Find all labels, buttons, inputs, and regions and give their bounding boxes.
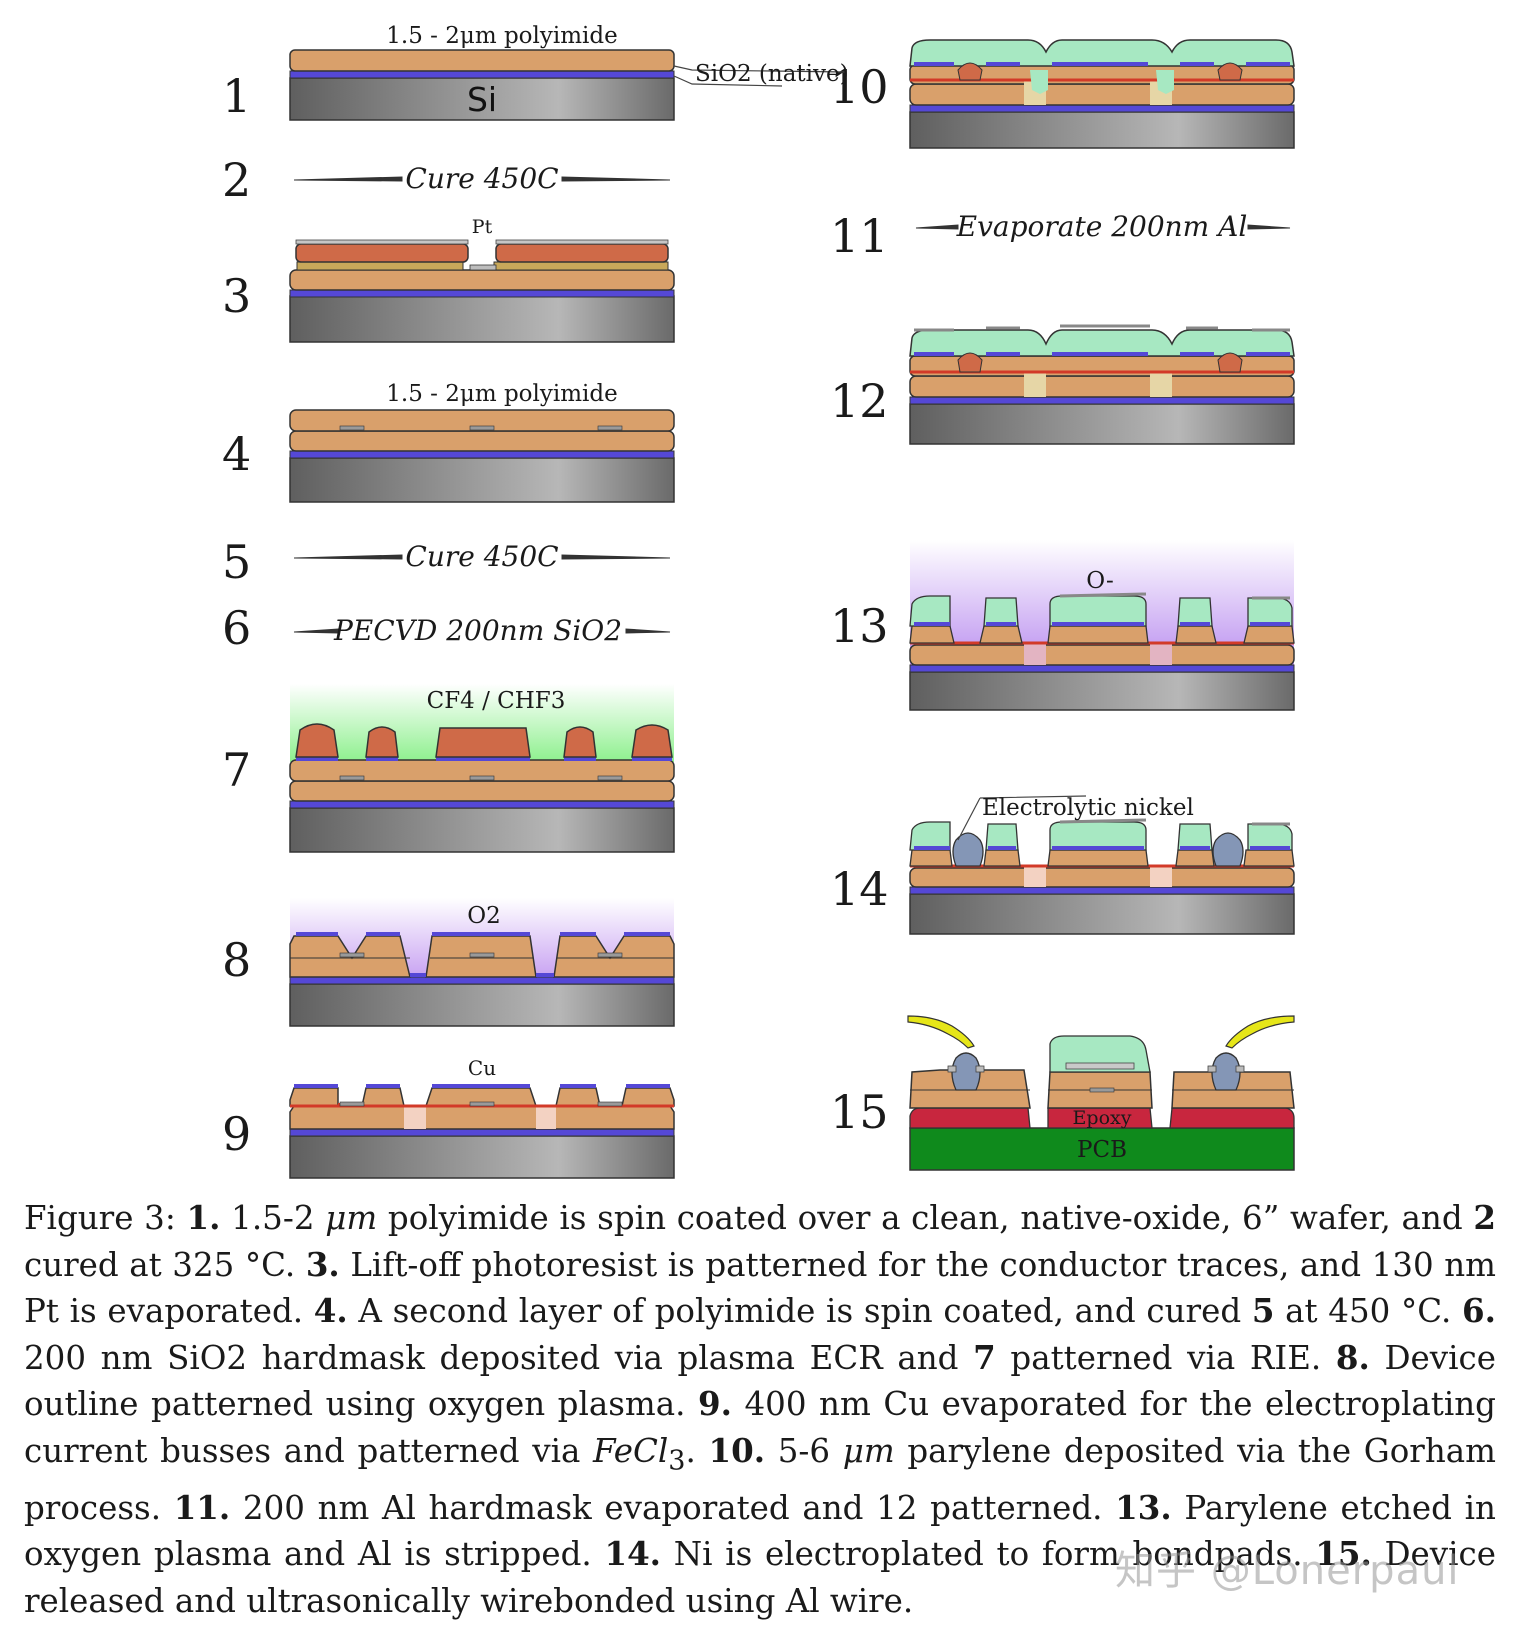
caption-step-13: 13. xyxy=(1115,1487,1172,1527)
caption-text-10a: 5-6 xyxy=(777,1431,831,1470)
step-number-5: 5 xyxy=(222,535,251,589)
step-12-diagram xyxy=(909,324,1295,445)
step-number-1: 1 xyxy=(222,69,251,123)
step-6-pecvd: PECVD 200nm SiO2 xyxy=(293,614,671,647)
evaporate-al-label: Evaporate 200nm Al xyxy=(956,210,1248,243)
caption-text-2: cured at 325 °C. xyxy=(24,1245,296,1284)
pcb-label: PCB xyxy=(1077,1137,1127,1163)
step-number-4: 4 xyxy=(222,427,251,481)
sio2-native-label: SiO2 (native) xyxy=(695,61,849,87)
step-number-10: 10 xyxy=(830,60,889,114)
step-number-14: 14 xyxy=(830,862,889,916)
caption-step-1: 1. xyxy=(186,1198,221,1237)
caption-step-5: 5 xyxy=(1251,1291,1275,1330)
caption-text-3: Lift-off photoresist is patterned for th… xyxy=(24,1245,1496,1331)
step-7-diagram: CF4 / CHF3 xyxy=(289,684,675,853)
caption-fecl: FeCl xyxy=(593,1431,669,1470)
caption-text-5: at 450 °C. xyxy=(1285,1292,1452,1330)
caption-text-9b: . xyxy=(685,1431,696,1470)
caption-step-14: 14. xyxy=(604,1534,661,1573)
cf4-label: CF4 / CHF3 xyxy=(427,688,566,714)
step-13-diagram: O- xyxy=(909,540,1295,711)
caption-text-7: patterned via RIE. xyxy=(1010,1338,1322,1377)
step-9-diagram: Cu xyxy=(289,1056,675,1179)
caption-text-10b: parylene deposited via the Gorham proces… xyxy=(24,1431,1496,1527)
caption-step-8: 8. xyxy=(1335,1337,1370,1377)
caption-text-9: 400 nm Cu evaporated for the electroplat… xyxy=(24,1385,1496,1470)
step-number-9: 9 xyxy=(222,1107,251,1161)
caption-prefix: Figure 3: xyxy=(24,1199,176,1237)
o2-label: O2 xyxy=(467,903,501,929)
step-number-8: 8 xyxy=(222,933,251,987)
o-minus-label: O- xyxy=(1086,568,1113,594)
caption-text-1b: polyimide is spin coated over a clean, n… xyxy=(387,1199,1463,1237)
caption-step-4: 4. xyxy=(313,1291,348,1330)
step-number-11: 11 xyxy=(830,209,889,263)
step-11-evaporate: Evaporate 200nm Al xyxy=(915,210,1291,243)
caption-fecl-sub: 3 xyxy=(668,1445,686,1476)
caption-step-2: 2 xyxy=(1473,1198,1496,1237)
step-15-diagram: PCB Epoxy xyxy=(907,1015,1295,1171)
step-14-diagram: Electrolytic nickel xyxy=(909,795,1295,935)
caption-text-13: Parylene etched in oxygen plasma and Al … xyxy=(24,1488,1496,1574)
step-number-6: 6 xyxy=(222,601,251,655)
caption-text-14: Ni is electroplated to form bondpads. xyxy=(673,1535,1303,1573)
polyimide-label-1: 1.5 - 2μm polyimide xyxy=(386,23,617,49)
caption-step-9: 9. xyxy=(698,1384,732,1423)
step-number-2: 2 xyxy=(222,153,251,207)
cu-label: Cu xyxy=(468,1056,496,1080)
process-flow-figure: 1 2 3 4 5 6 7 8 9 10 11 12 13 14 15 1.5 … xyxy=(222,23,1295,1179)
step-number-13: 13 xyxy=(830,599,889,653)
step-8-diagram: O2 xyxy=(289,898,675,1027)
pecvd-label: PECVD 200nm SiO2 xyxy=(333,614,622,647)
nickel-label: Electrolytic nickel xyxy=(982,795,1194,821)
step-10-diagram xyxy=(909,39,1295,149)
caption-step-7: 7 xyxy=(973,1337,996,1377)
caption-step-15: 15. xyxy=(1315,1534,1372,1573)
step-3-diagram: Pt xyxy=(289,216,675,343)
cure-label-2: Cure 450C xyxy=(405,540,558,573)
figure-caption: Figure 3: 1. 1.5-2 μm polyimide is spin … xyxy=(24,1195,1496,1624)
step-2-cure: Cure 450C xyxy=(293,162,671,195)
epoxy-label: Epoxy xyxy=(1073,1107,1132,1129)
caption-text-6: 200 nm SiO2 hardmask deposited via plasm… xyxy=(24,1338,959,1377)
si-label: Si xyxy=(467,80,497,119)
step-1-diagram: 1.5 - 2μm polyimide Si SiO2 (native) xyxy=(289,23,849,121)
cure-label-1: Cure 450C xyxy=(405,162,558,195)
caption-text-1a: 1.5-2 xyxy=(231,1199,315,1237)
step-number-7: 7 xyxy=(222,743,251,797)
step-number-12: 12 xyxy=(830,374,889,428)
pt-label: Pt xyxy=(472,216,493,238)
caption-step-3: 3. xyxy=(305,1244,340,1284)
step-number-15: 15 xyxy=(830,1085,889,1139)
caption-unit-um-1: μm xyxy=(325,1199,378,1237)
caption-step-6: 6. xyxy=(1462,1291,1496,1330)
polyimide-label-2: 1.5 - 2μm polyimide xyxy=(386,381,617,407)
step-number-3: 3 xyxy=(222,269,251,323)
caption-text-4: A second layer of polyimide is spin coat… xyxy=(358,1292,1242,1330)
caption-unit-um-2: μm xyxy=(842,1431,895,1470)
step-4-diagram: 1.5 - 2μm polyimide xyxy=(289,381,675,503)
caption-text-15: Device released and ultrasonically wireb… xyxy=(24,1535,1496,1620)
caption-step-11: 11. xyxy=(173,1487,231,1527)
watermark: 知乎 @Lonerpaul xyxy=(1115,1548,1460,1594)
caption-step-10: 10. xyxy=(708,1430,766,1470)
caption-text-8: Device outline patterned using oxygen pl… xyxy=(24,1338,1496,1424)
caption-text-11: 200 nm Al hardmask evaporated and 12 pat… xyxy=(242,1488,1103,1527)
step-5-cure: Cure 450C xyxy=(293,540,671,573)
